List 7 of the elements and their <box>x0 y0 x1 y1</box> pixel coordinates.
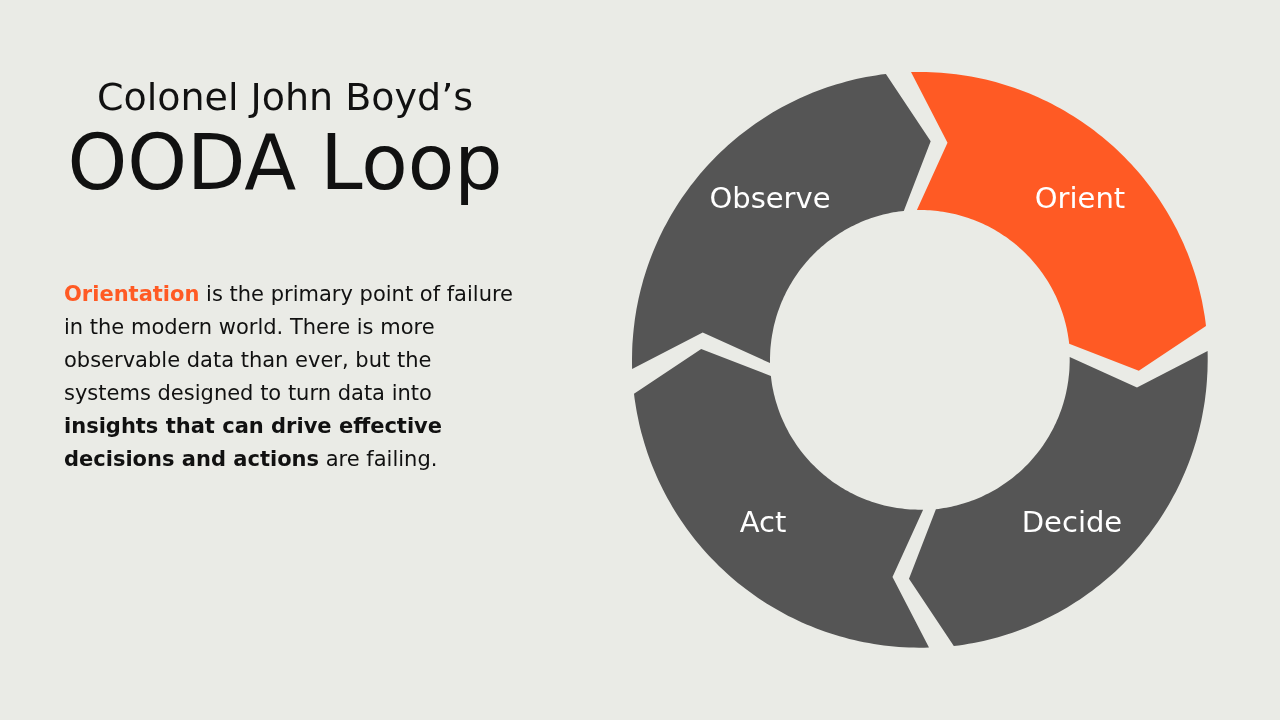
description-paragraph: Orientation is the primary point of failure in the modern world. There is more observable data than ever, but the systems designed to turn data into insights that can drive effective decisions and actions are failing. <box>64 281 515 473</box>
segment-label: Orient <box>1034 181 1126 215</box>
subtitle: Colonel John Boyd’s <box>95 74 475 120</box>
segment-label: Observe <box>709 181 831 215</box>
title: OODA Loop <box>66 118 504 208</box>
segment-label: Decide <box>1021 505 1123 539</box>
segment-label: Act <box>739 505 787 539</box>
